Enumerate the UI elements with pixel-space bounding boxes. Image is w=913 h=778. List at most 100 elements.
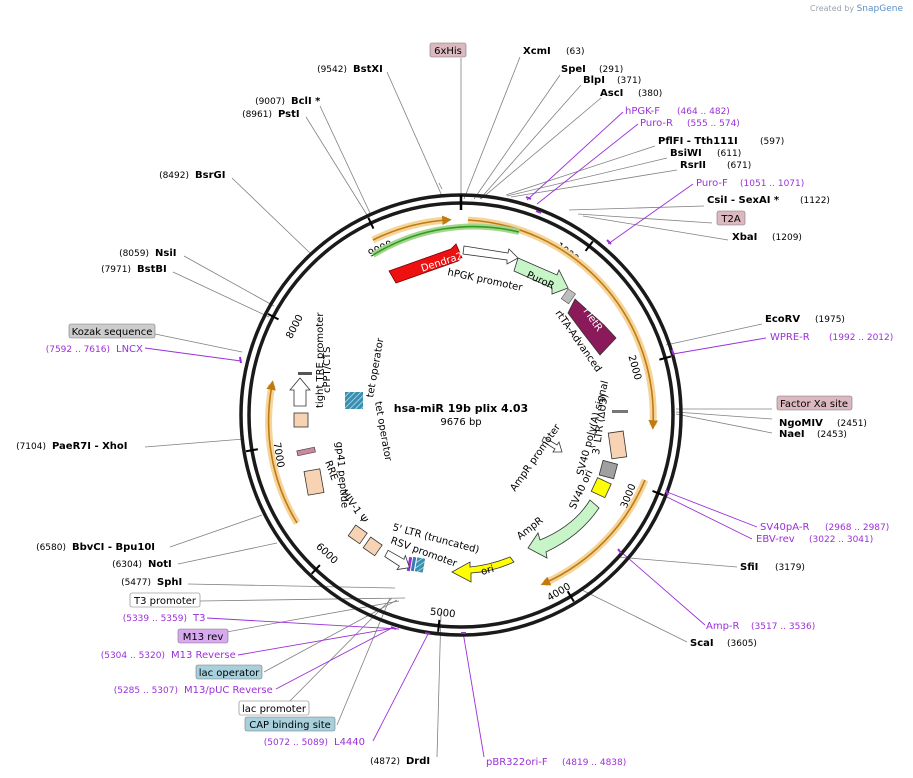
site-csii[interactable]: CsiI - SexAI *	[707, 195, 780, 206]
site-position: (1122)	[800, 196, 830, 206]
site-position: (7971)	[101, 265, 131, 275]
feature-sv40ori-box	[590, 477, 612, 499]
site-position: (9542)	[317, 65, 347, 75]
feature-hiv-box1	[347, 524, 368, 545]
feature-tet-operators	[345, 392, 363, 409]
orf-arcs	[265, 215, 659, 587]
tick-mark-4000	[566, 590, 575, 603]
feature-puror[interactable]: PuroR	[513, 257, 569, 295]
site-blpi[interactable]: BlpI	[583, 75, 605, 86]
feature-small-bar	[612, 410, 628, 413]
primer-position: (1051 .. 1071)	[740, 179, 804, 189]
site-bsrgi[interactable]: BsrGI	[195, 170, 225, 181]
primer-m13-puc-reverse[interactable]: M13/pUC Reverse	[184, 685, 273, 696]
site-xbai[interactable]: XbaI	[732, 232, 757, 243]
primer-position: (5339 .. 5359)	[123, 614, 187, 624]
site-position: (291)	[599, 65, 623, 75]
site-sphi[interactable]: SphI	[157, 577, 182, 588]
site-ecorv[interactable]: EcoRV	[765, 314, 800, 325]
tag-cap-site[interactable]: CAP binding site	[244, 716, 336, 732]
snapgene-credit: Created by SnapGene	[810, 4, 903, 14]
site-nsii[interactable]: NsiI	[155, 248, 176, 259]
tag-lac-promoter[interactable]: lac promoter	[238, 700, 310, 716]
tag-lac-operator[interactable]: lac operator	[195, 664, 263, 680]
site-ngomiv[interactable]: NgoMIV	[779, 418, 823, 429]
site-position: (371)	[617, 76, 641, 86]
feature-t2a-box	[560, 288, 576, 305]
ampr-promoter-label: AmpR promoter	[508, 422, 563, 494]
site-spei[interactable]: SpeI	[561, 64, 586, 75]
ampr-label: AmpR	[515, 515, 545, 542]
primer-leader-lines	[144, 111, 767, 758]
backbone-inner-ring	[247, 201, 675, 629]
tag-factor-xa-label: Factor Xa site	[780, 399, 848, 410]
primer-lncx[interactable]: LNCX	[116, 344, 143, 355]
tag-factor-xa[interactable]: Factor Xa site	[776, 395, 853, 411]
site-bsiwi[interactable]: BsiWI	[670, 148, 702, 159]
tag-kozak[interactable]: Kozak sequence	[68, 323, 156, 339]
site-position: (597)	[760, 137, 784, 147]
tick-label-5000: 5000	[429, 607, 455, 621]
tag-m13-rev[interactable]: M13 rev	[177, 628, 229, 644]
feature-ampr[interactable]: AmpR	[515, 499, 600, 559]
primer-l4440[interactable]: L4440	[334, 737, 365, 748]
site-position: (671)	[727, 161, 751, 171]
site-bbvci[interactable]: BbvCI - Bpu10I	[72, 542, 155, 553]
feature-ori[interactable]: ori	[451, 556, 515, 583]
tag-t3-promoter-label: T3 promoter	[133, 596, 197, 607]
tre-label: tight TRE promoter	[315, 312, 326, 408]
plasmid-name: hsa-miR 19b plix 4.03	[394, 402, 528, 415]
site-bcli[interactable]: BclI *	[291, 96, 321, 107]
primer-hpgk-f[interactable]: hPGK-F	[625, 106, 660, 117]
primer-position: (2968 .. 2987)	[825, 523, 889, 533]
hpgk-promoter-label: hPGK promoter	[446, 267, 524, 294]
primer-position: (1992 .. 2012)	[829, 333, 893, 343]
primer-m13-reverse[interactable]: M13 Reverse	[171, 650, 236, 661]
primer-t3[interactable]: T3	[192, 613, 205, 624]
tick-mark-6000	[310, 564, 321, 575]
site-position: (1975)	[815, 315, 845, 325]
site-psti[interactable]: PstI	[278, 109, 300, 120]
primer-labels: hPGK-F(464 .. 482)Puro-R(555 .. 574)Puro…	[46, 106, 894, 768]
primer-sv40pa-r[interactable]: SV40pA-R	[760, 522, 809, 533]
site-drdi[interactable]: DrdI	[406, 756, 430, 767]
site-bstbi[interactable]: BstBI	[137, 264, 167, 275]
tag-cap-site-label: CAP binding site	[249, 720, 331, 731]
site-paer7i[interactable]: PaeR7I - XhoI	[52, 441, 128, 452]
tag-6xhis[interactable]: 6xHis	[429, 42, 467, 58]
tag-t3-promoter[interactable]: T3 promoter	[129, 592, 201, 608]
site-naei[interactable]: NaeI	[779, 429, 805, 440]
primer-position: (5072 .. 5089)	[264, 738, 328, 748]
site-pflfi[interactable]: PflFI - Tth111I	[658, 136, 738, 147]
tick-mark-5000	[437, 619, 441, 632]
feature-ampr-promoter[interactable]: AmpR promoter	[508, 422, 563, 494]
snapgene-logo-text: SnapGene	[856, 4, 903, 14]
site-noti[interactable]: NotI	[148, 559, 172, 570]
site-position: (3605)	[727, 639, 757, 649]
site-xcmi[interactable]: XcmI	[523, 46, 551, 57]
tag-t2a[interactable]: T2A	[716, 210, 746, 226]
tick-mark-8000	[267, 312, 279, 321]
primer-position: (7592 .. 7616)	[46, 345, 110, 355]
primer-puro-f[interactable]: Puro-F	[696, 178, 728, 189]
primer-amp-r[interactable]: Amp-R	[706, 621, 740, 632]
site-position: (380)	[638, 89, 662, 99]
primer-wpre-r[interactable]: WPRE-R	[770, 332, 810, 343]
site-sfii[interactable]: SfiI	[740, 562, 758, 573]
site-position: (2451)	[837, 419, 867, 429]
tet-operator-label-2: tet operator	[372, 401, 393, 463]
site-bstxi[interactable]: BstXI	[353, 64, 383, 75]
feature-rre-box	[303, 468, 325, 496]
site-asci[interactable]: AscI	[600, 88, 623, 99]
feature-tre-promoter[interactable]	[289, 377, 311, 407]
site-scai[interactable]: ScaI	[690, 638, 714, 649]
primer-puro-r[interactable]: Puro-R	[640, 118, 673, 129]
tick-label-2000: 2000	[625, 354, 642, 381]
primer-pbr322ori-f[interactable]: pBR322ori-F	[486, 757, 548, 768]
primer-ebv-rev[interactable]: EBV-rev	[756, 534, 795, 545]
feature-rtetr[interactable]: rTetR rtTA-Advanced	[553, 298, 617, 374]
primer-position: (464 .. 482)	[677, 107, 730, 117]
site-rsrii[interactable]: RsrII	[680, 160, 706, 171]
tag-m13-rev-label: M13 rev	[183, 632, 224, 643]
restriction-sites-left: BstXI(9542)BclI *(9007)PstI(8961)BsrGI(8…	[16, 64, 430, 767]
